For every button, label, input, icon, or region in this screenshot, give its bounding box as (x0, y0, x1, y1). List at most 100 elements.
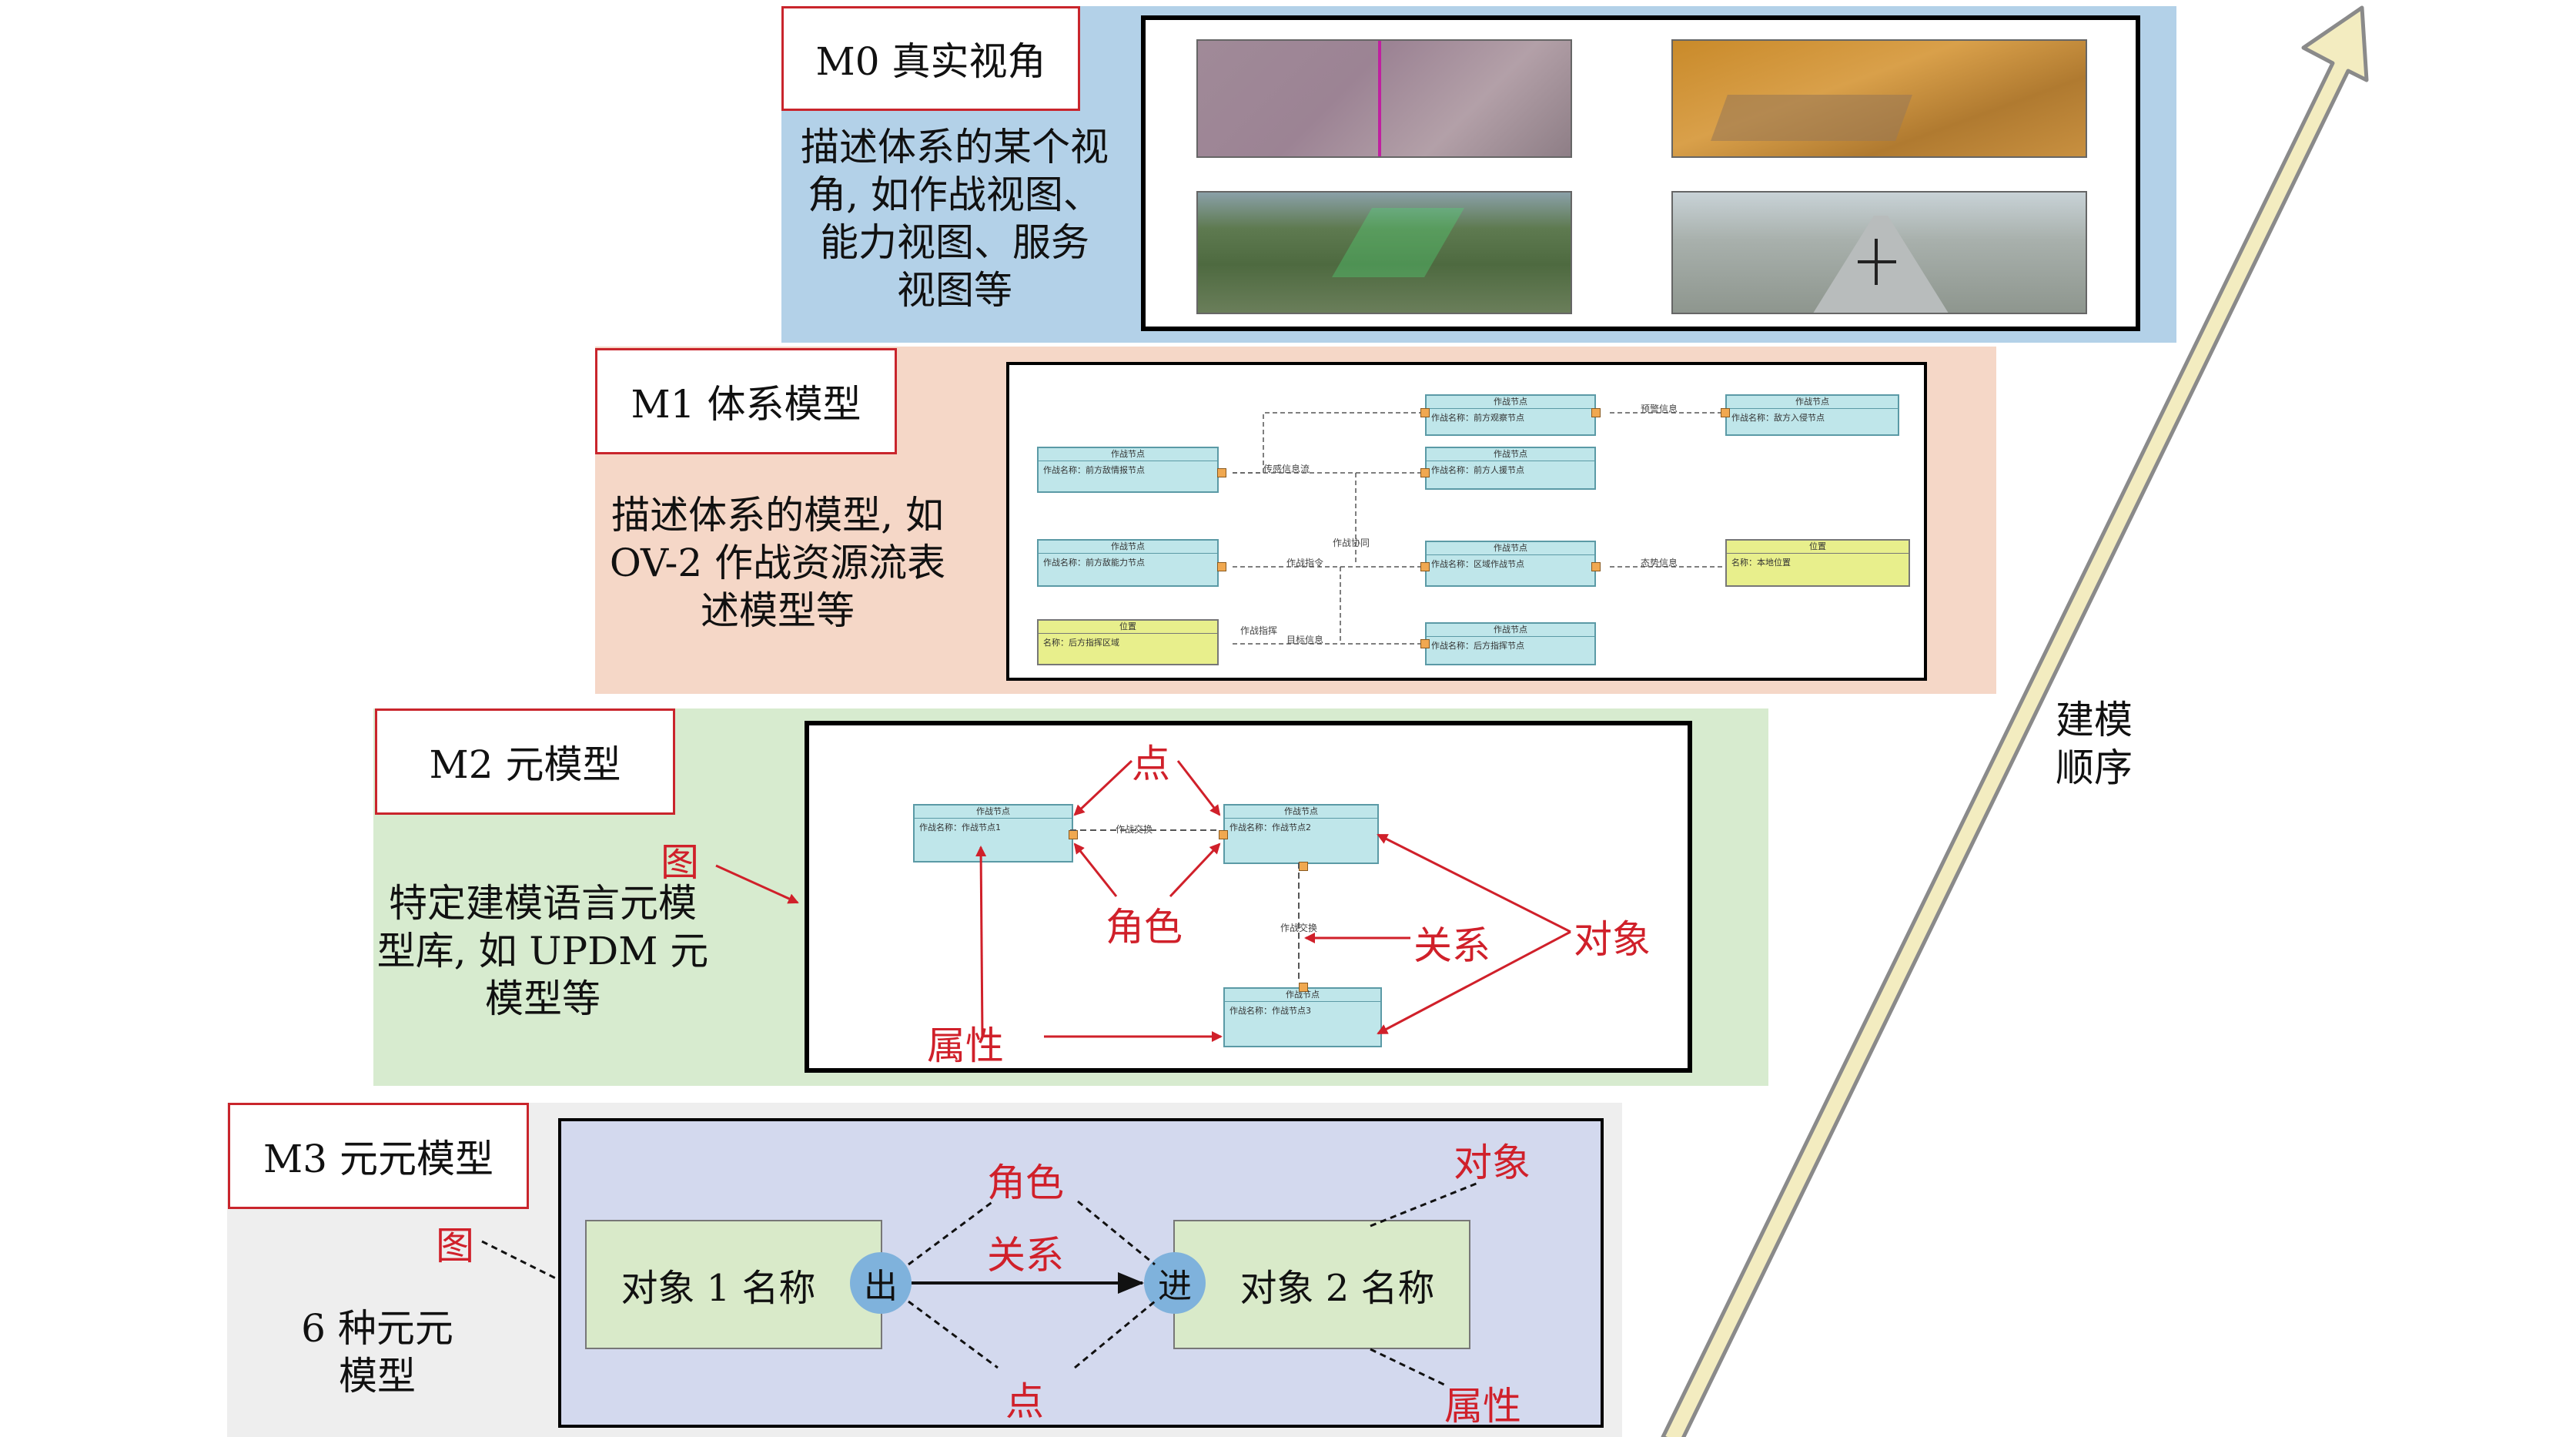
m1-node-body: 作战名称：前方敌能力节点 (1043, 558, 1145, 568)
m1-link-label: 目标信息 (1286, 635, 1324, 645)
m1-port (1420, 468, 1430, 477)
in-port-circle: 进 (1144, 1252, 1206, 1314)
m1-location-node: 位置名称：本地位置 (1725, 539, 1910, 587)
m2-role-label: 角色 (1106, 905, 1183, 950)
m3-desc-line: 模型 (339, 1354, 416, 1398)
m3-object-label: 对象 (1454, 1141, 1531, 1185)
m2-point-arrow (1073, 759, 1133, 816)
m3-relation-label: 关系 (987, 1233, 1064, 1278)
m1-node-body: 名称：后方指挥区域 (1043, 638, 1119, 648)
m1-node-body: 作战名称：前方人援节点 (1431, 465, 1524, 475)
m3-role-line (1077, 1200, 1156, 1266)
m1-node-body: 名称：本地位置 (1731, 558, 1791, 568)
m1-node: 作战节点作战名称：敌方入侵节点 (1725, 394, 1899, 436)
m2-desc-line: 型库, 如 UPDM 元 (376, 929, 709, 973)
m0-title: M0 真实视角 (781, 6, 1080, 111)
m1-port (1591, 408, 1601, 417)
modeling-order-label-line: 顺序 (2056, 745, 2133, 790)
m2-desc-line: 特定建模语言元模 (389, 881, 697, 926)
m1-link-label: 作战指挥 (1240, 625, 1278, 636)
m1-port (1420, 639, 1430, 648)
m1-links-svg (1233, 412, 1725, 645)
m2-description: 特定建模语言元模 型库, 如 UPDM 元 模型等 (370, 879, 716, 1023)
m3-description: 6 种元元 模型 (254, 1305, 500, 1400)
m1-description: 描述体系的模型, 如 OV-2 作战资源流表 述模型等 (601, 491, 955, 635)
m2-role-arrow (1073, 842, 1118, 897)
m1-link-label: 传感信息流 (1263, 464, 1310, 474)
m3-point-line (908, 1300, 999, 1369)
m2-metamodel-panel: 作战节点作战名称：作战节点1 作战节点作战名称：作战节点2 作战节点作战名称：作… (805, 721, 1692, 1073)
m3-object-2: 对象 2 名称 (1173, 1220, 1470, 1349)
m1-link-label: 态势信息 (1641, 558, 1678, 568)
m1-node-header: 位置 (1039, 621, 1217, 634)
m2-attribute-arrow (975, 846, 987, 1037)
m1-link-label: 预警信息 (1641, 404, 1678, 414)
m1-node: 作战节点作战名称：后方指挥节点 (1425, 622, 1596, 665)
modeling-order-arrow (1661, 5, 2369, 1437)
m1-desc-line: 描述体系的模型, 如 (611, 493, 944, 538)
photo-overlay-line (1378, 41, 1381, 156)
satellite-photo-1 (1196, 39, 1572, 158)
desert-terrain-photo (1671, 39, 2087, 158)
m1-node-body: 作战名称：区域作战节点 (1431, 559, 1524, 569)
m2-node-3: 作战节点作战名称：作战节点3 (1223, 987, 1382, 1047)
m1-node: 作战节点作战名称：区域作战节点 (1425, 541, 1596, 587)
m2-point-label: 点 (1132, 742, 1170, 786)
m3-attribute-line (1370, 1348, 1448, 1388)
m1-node-header: 作战节点 (1427, 542, 1594, 555)
m2-node-1: 作战节点作战名称：作战节点1 (913, 804, 1073, 863)
m2-port (1219, 830, 1228, 839)
m1-node-body: 作战名称：后方指挥节点 (1431, 641, 1524, 651)
m0-desc-line: 角, 如作战视图、 (808, 173, 1102, 217)
m2-desc-line: 模型等 (485, 976, 601, 1021)
m1-title: M1 体系模型 (595, 348, 897, 454)
m1-node-header: 位置 (1727, 541, 1909, 554)
m3-role-label: 角色 (987, 1161, 1064, 1205)
m1-node-header: 作战节点 (1427, 396, 1594, 409)
m2-graph-arrow (715, 864, 799, 904)
m1-port (1420, 562, 1430, 571)
m1-node-header: 作战节点 (1039, 541, 1217, 554)
m2-graph-label: 图 (661, 840, 699, 885)
m0-desc-line: 描述体系的某个视 (801, 125, 1109, 169)
m1-desc-line: 述模型等 (701, 588, 855, 633)
m0-desc-line: 能力视图、服务 (820, 220, 1089, 265)
m3-point-label: 点 (1005, 1379, 1044, 1424)
photo-aircraft-wing (1858, 260, 1896, 263)
m1-node: 作战节点作战名称：前方敌能力节点 (1037, 539, 1219, 587)
m1-link-label: 作战协同 (1333, 538, 1370, 548)
m2-title: M2 元模型 (375, 708, 675, 815)
out-port-circle: 出 (850, 1252, 912, 1314)
m1-location-node: 位置名称：后方指挥区域 (1037, 619, 1219, 665)
m3-object-1: 对象 1 名称 (585, 1220, 882, 1349)
m3-object-line (1370, 1181, 1479, 1228)
m3-graph-line (481, 1240, 557, 1280)
m3-desc-line: 6 种元元 (301, 1306, 453, 1351)
modeling-order-label: 建模 顺序 (2048, 696, 2140, 792)
m2-relation-label: 关系 (1413, 923, 1490, 968)
m1-port (1217, 562, 1226, 571)
m2-object-label: 对象 (1574, 917, 1651, 962)
m2-node-header: 作战节点 (915, 806, 1072, 819)
m1-link-label: 作战指令 (1286, 558, 1324, 568)
m1-node-body: 作战名称：前方敌情报节点 (1043, 465, 1145, 475)
m0-image-panel (1141, 15, 2140, 331)
m2-object-arrow (1377, 833, 1571, 933)
m1-node-header: 作战节点 (1427, 448, 1594, 461)
m3-point-line (1074, 1300, 1156, 1369)
m3-attribute-label: 属性 (1444, 1384, 1521, 1429)
m2-object-arrow (1377, 930, 1571, 1035)
m1-node-header: 作战节点 (1727, 396, 1898, 409)
m1-node-body: 作战名称：敌方入侵节点 (1731, 413, 1825, 423)
m2-node-body: 作战名称：作战节点2 (1229, 822, 1311, 832)
modeling-order-label-line: 建模 (2056, 698, 2133, 742)
m1-node-header: 作战节点 (1039, 448, 1217, 461)
m1-port (1591, 562, 1601, 571)
m2-node-header: 作战节点 (1225, 989, 1380, 1002)
m1-node-header: 作战节点 (1427, 624, 1594, 637)
m1-port (1721, 408, 1730, 417)
m0-desc-line: 视图等 (897, 268, 1012, 313)
m3-role-line (908, 1200, 994, 1266)
m2-point-arrow (1176, 760, 1221, 816)
